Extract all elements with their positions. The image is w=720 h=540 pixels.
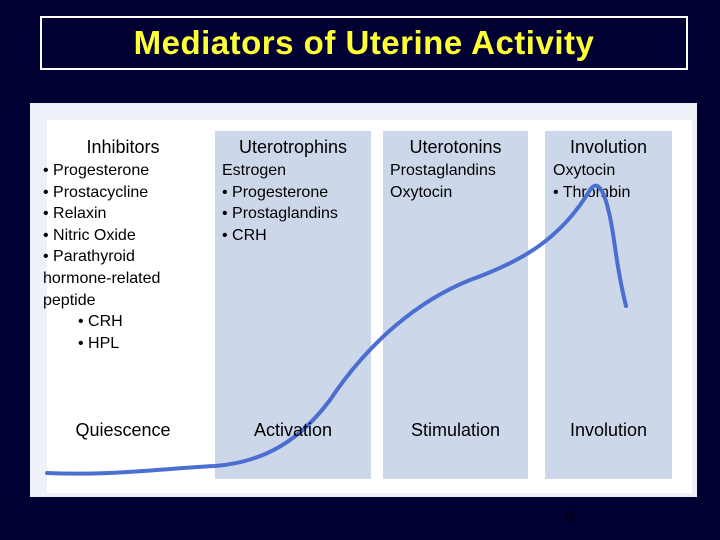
list-sub-item: • CRH <box>78 313 123 331</box>
header-inhibitors: Inhibitors <box>86 137 160 157</box>
uterotrophins-list: Estrogen • Progesterone • Prostaglandins… <box>222 160 338 246</box>
stripe-involution <box>545 131 672 479</box>
list-item: hormone-related <box>43 269 161 287</box>
list-item: • Parathyroid <box>43 248 135 266</box>
header-uterotonins: Uterotonins <box>409 137 502 157</box>
header-involution: Involution <box>569 137 648 157</box>
list-item: Oxytocin <box>390 183 453 201</box>
phase-stimulation: Stimulation <box>410 420 501 440</box>
uterotonins-list: Prostaglandins Oxytocin <box>390 160 496 203</box>
slide-title: Mediators of Uterine Activity <box>133 24 595 61</box>
list-item: • Progesterone <box>43 162 150 179</box>
list-sub-item: • HPL <box>78 334 120 352</box>
list-item: • CRH <box>222 226 267 244</box>
phase-activation: Activation <box>253 420 333 440</box>
stripe-uterotonins <box>383 131 528 479</box>
list-item: • Progesterone <box>222 183 329 201</box>
list-item: • Prostacycline <box>43 183 149 201</box>
list-item: Estrogen <box>222 162 287 179</box>
list-item: Oxytocin <box>553 162 616 179</box>
activity-curve-line <box>45 183 628 476</box>
list-item: • Prostaglandins <box>222 205 338 223</box>
involution-list: Oxytocin • Thrombin <box>553 160 630 203</box>
phase-involution: Involution <box>569 420 648 440</box>
list-item: peptide <box>43 291 96 309</box>
list-item: • Thrombin <box>553 183 631 201</box>
page-number: 6 <box>565 509 574 526</box>
inhibitors-list: • Progesterone • Prostacycline • Relaxin… <box>43 160 160 354</box>
list-item: • Relaxin <box>43 205 107 223</box>
stripe-uterotrophins <box>215 131 371 479</box>
phase-quiescence: Quiescence <box>75 420 171 440</box>
list-item: Prostaglandins <box>390 162 496 179</box>
list-item: • Nitric Oxide <box>43 226 136 244</box>
header-uterotrophins: Uterotrophins <box>238 137 348 157</box>
title-box: Mediators of Uterine Activity <box>40 16 688 70</box>
